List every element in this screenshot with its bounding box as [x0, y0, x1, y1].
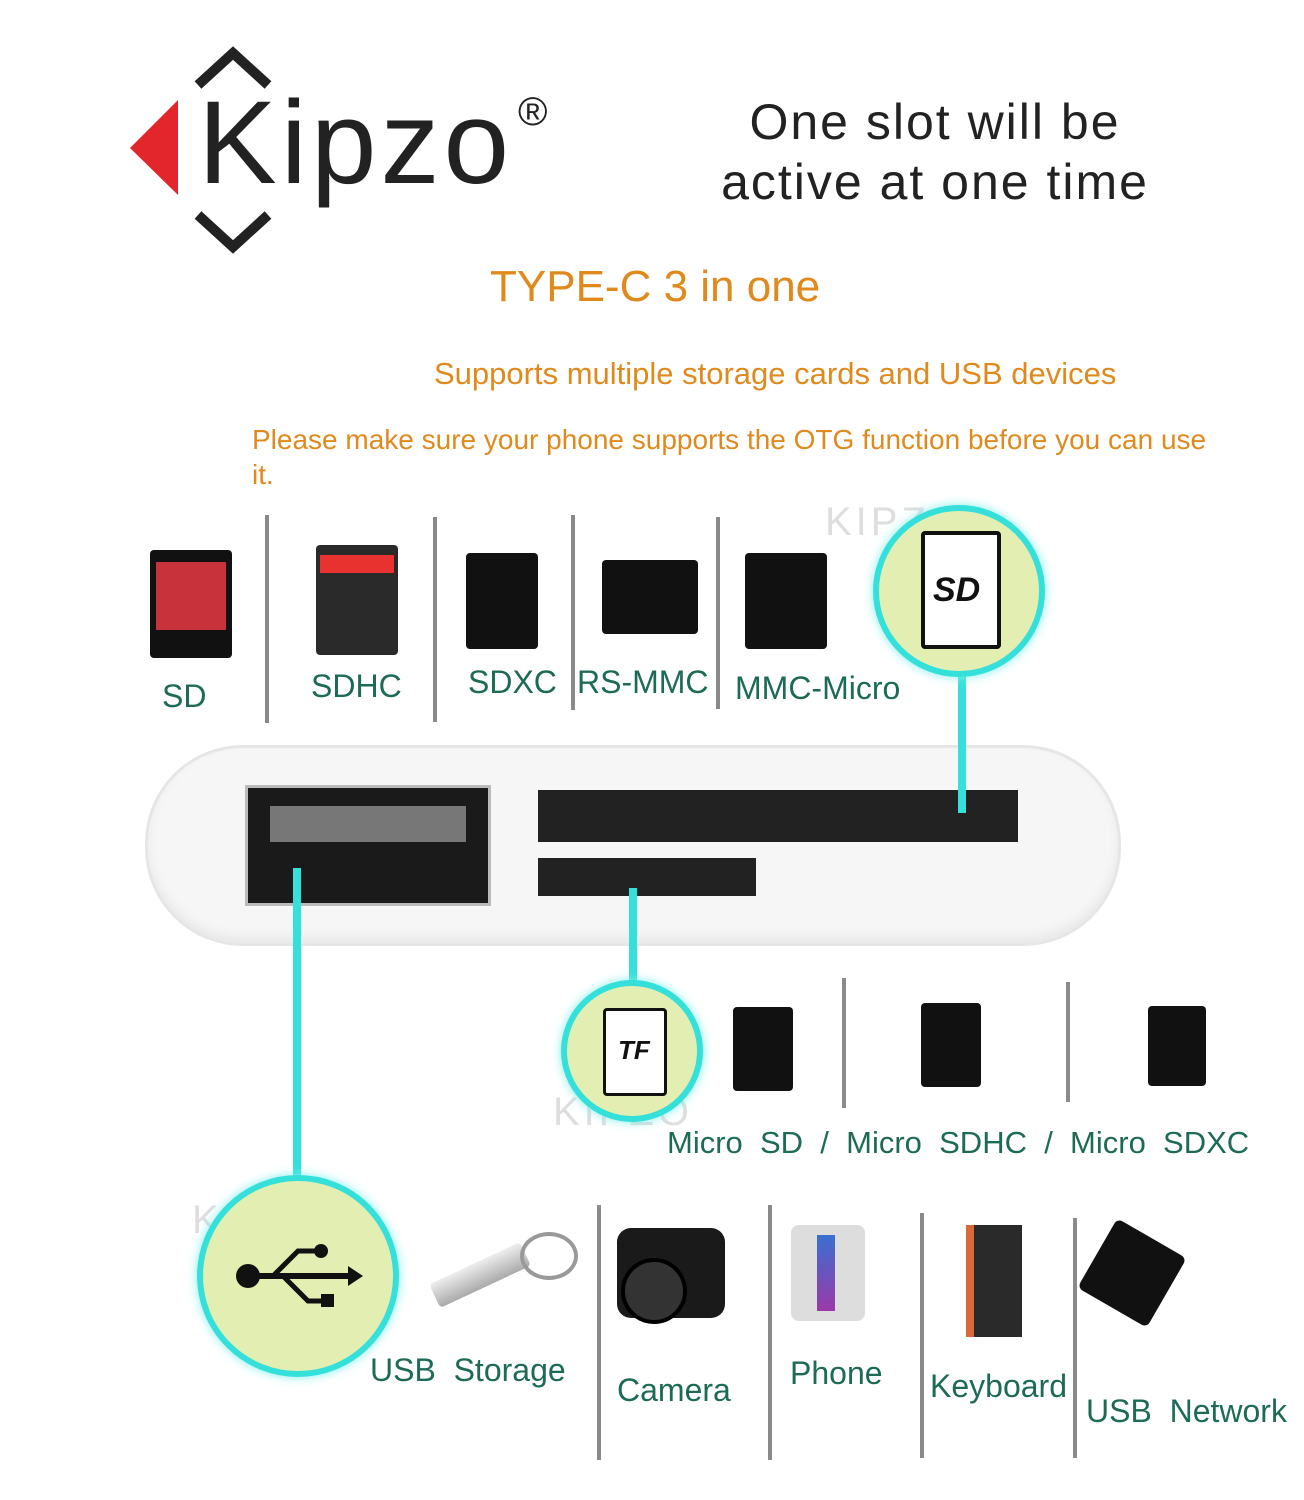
usb-connector-line	[293, 868, 301, 1180]
tf-slot	[538, 858, 756, 896]
headline: One slot will be active at one time	[690, 92, 1180, 212]
card-label-sd: SD	[162, 678, 207, 714]
notice: Please make sure your phone supports the…	[252, 424, 1207, 490]
sd-icon-label: SD	[933, 571, 981, 609]
sdxc-card-image	[466, 553, 538, 649]
usb-storage-ring	[520, 1232, 578, 1280]
divider	[433, 517, 437, 722]
divider	[597, 1205, 601, 1460]
brand-name: Kipzo	[198, 77, 514, 209]
logo-mark-icon	[130, 46, 272, 254]
rs-mmc-card-image	[602, 560, 698, 634]
card-label-mmc-micro: MMC-Micro	[735, 670, 901, 706]
divider	[265, 515, 269, 723]
divider	[1073, 1218, 1077, 1458]
subtitle: Supports multiple storage cards and USB …	[434, 356, 1117, 391]
headline-line-2: active at one time	[721, 154, 1149, 210]
usb-port-callout	[197, 1175, 399, 1377]
camera-image	[617, 1228, 725, 1324]
mmc-micro-card-image	[745, 553, 827, 649]
divider	[768, 1205, 772, 1460]
device-label-usb-network: USB Network	[1086, 1393, 1287, 1429]
micro-sdhc-card-image	[921, 1003, 981, 1087]
tf-icon-label: TF	[618, 1035, 650, 1065]
sd-slot-callout: SD	[873, 505, 1045, 677]
sd-slot	[538, 790, 1018, 842]
keyboard-image	[966, 1225, 1022, 1337]
sd-card-image	[150, 550, 232, 658]
micro-cards-label: Micro SD / Micro SDHC / Micro SDXC	[667, 1125, 1250, 1160]
sd-card-icon: SD	[921, 531, 1001, 649]
divider	[571, 515, 575, 710]
device-label-phone: Phone	[790, 1355, 883, 1391]
sd-connector-line	[958, 665, 966, 813]
divider	[842, 978, 846, 1108]
tf-slot-callout: TF	[561, 980, 703, 1122]
card-label-sdxc: SDXC	[468, 664, 557, 700]
device-label-keyboard: Keyboard	[930, 1368, 1067, 1404]
title: TYPE-C 3 in one	[490, 262, 821, 311]
headline-line-1: One slot will be	[749, 94, 1121, 150]
card-label-rs-mmc: RS-MMC	[577, 664, 709, 700]
registered-mark: ®	[518, 90, 548, 134]
usb-storage-image	[429, 1242, 531, 1308]
kipzo-logo: Kipzo ®	[128, 45, 568, 255]
divider	[920, 1213, 924, 1458]
tf-card-icon: TF	[603, 1008, 667, 1096]
sdhc-card-image	[316, 545, 398, 655]
tf-connector-line	[629, 888, 637, 988]
card-label-sdhc: SDHC	[311, 668, 402, 704]
divider	[1066, 982, 1070, 1102]
micro-sd-card-image	[733, 1007, 793, 1091]
usb-port	[245, 785, 491, 906]
phone-image	[791, 1225, 865, 1321]
usb-network-adapter-image	[1077, 1218, 1187, 1328]
device-label-usb-storage: USB Storage	[370, 1352, 566, 1388]
micro-sdxc-card-image	[1148, 1006, 1206, 1086]
divider	[716, 517, 720, 709]
device-label-camera: Camera	[617, 1372, 731, 1408]
usb-icon	[236, 1244, 363, 1307]
